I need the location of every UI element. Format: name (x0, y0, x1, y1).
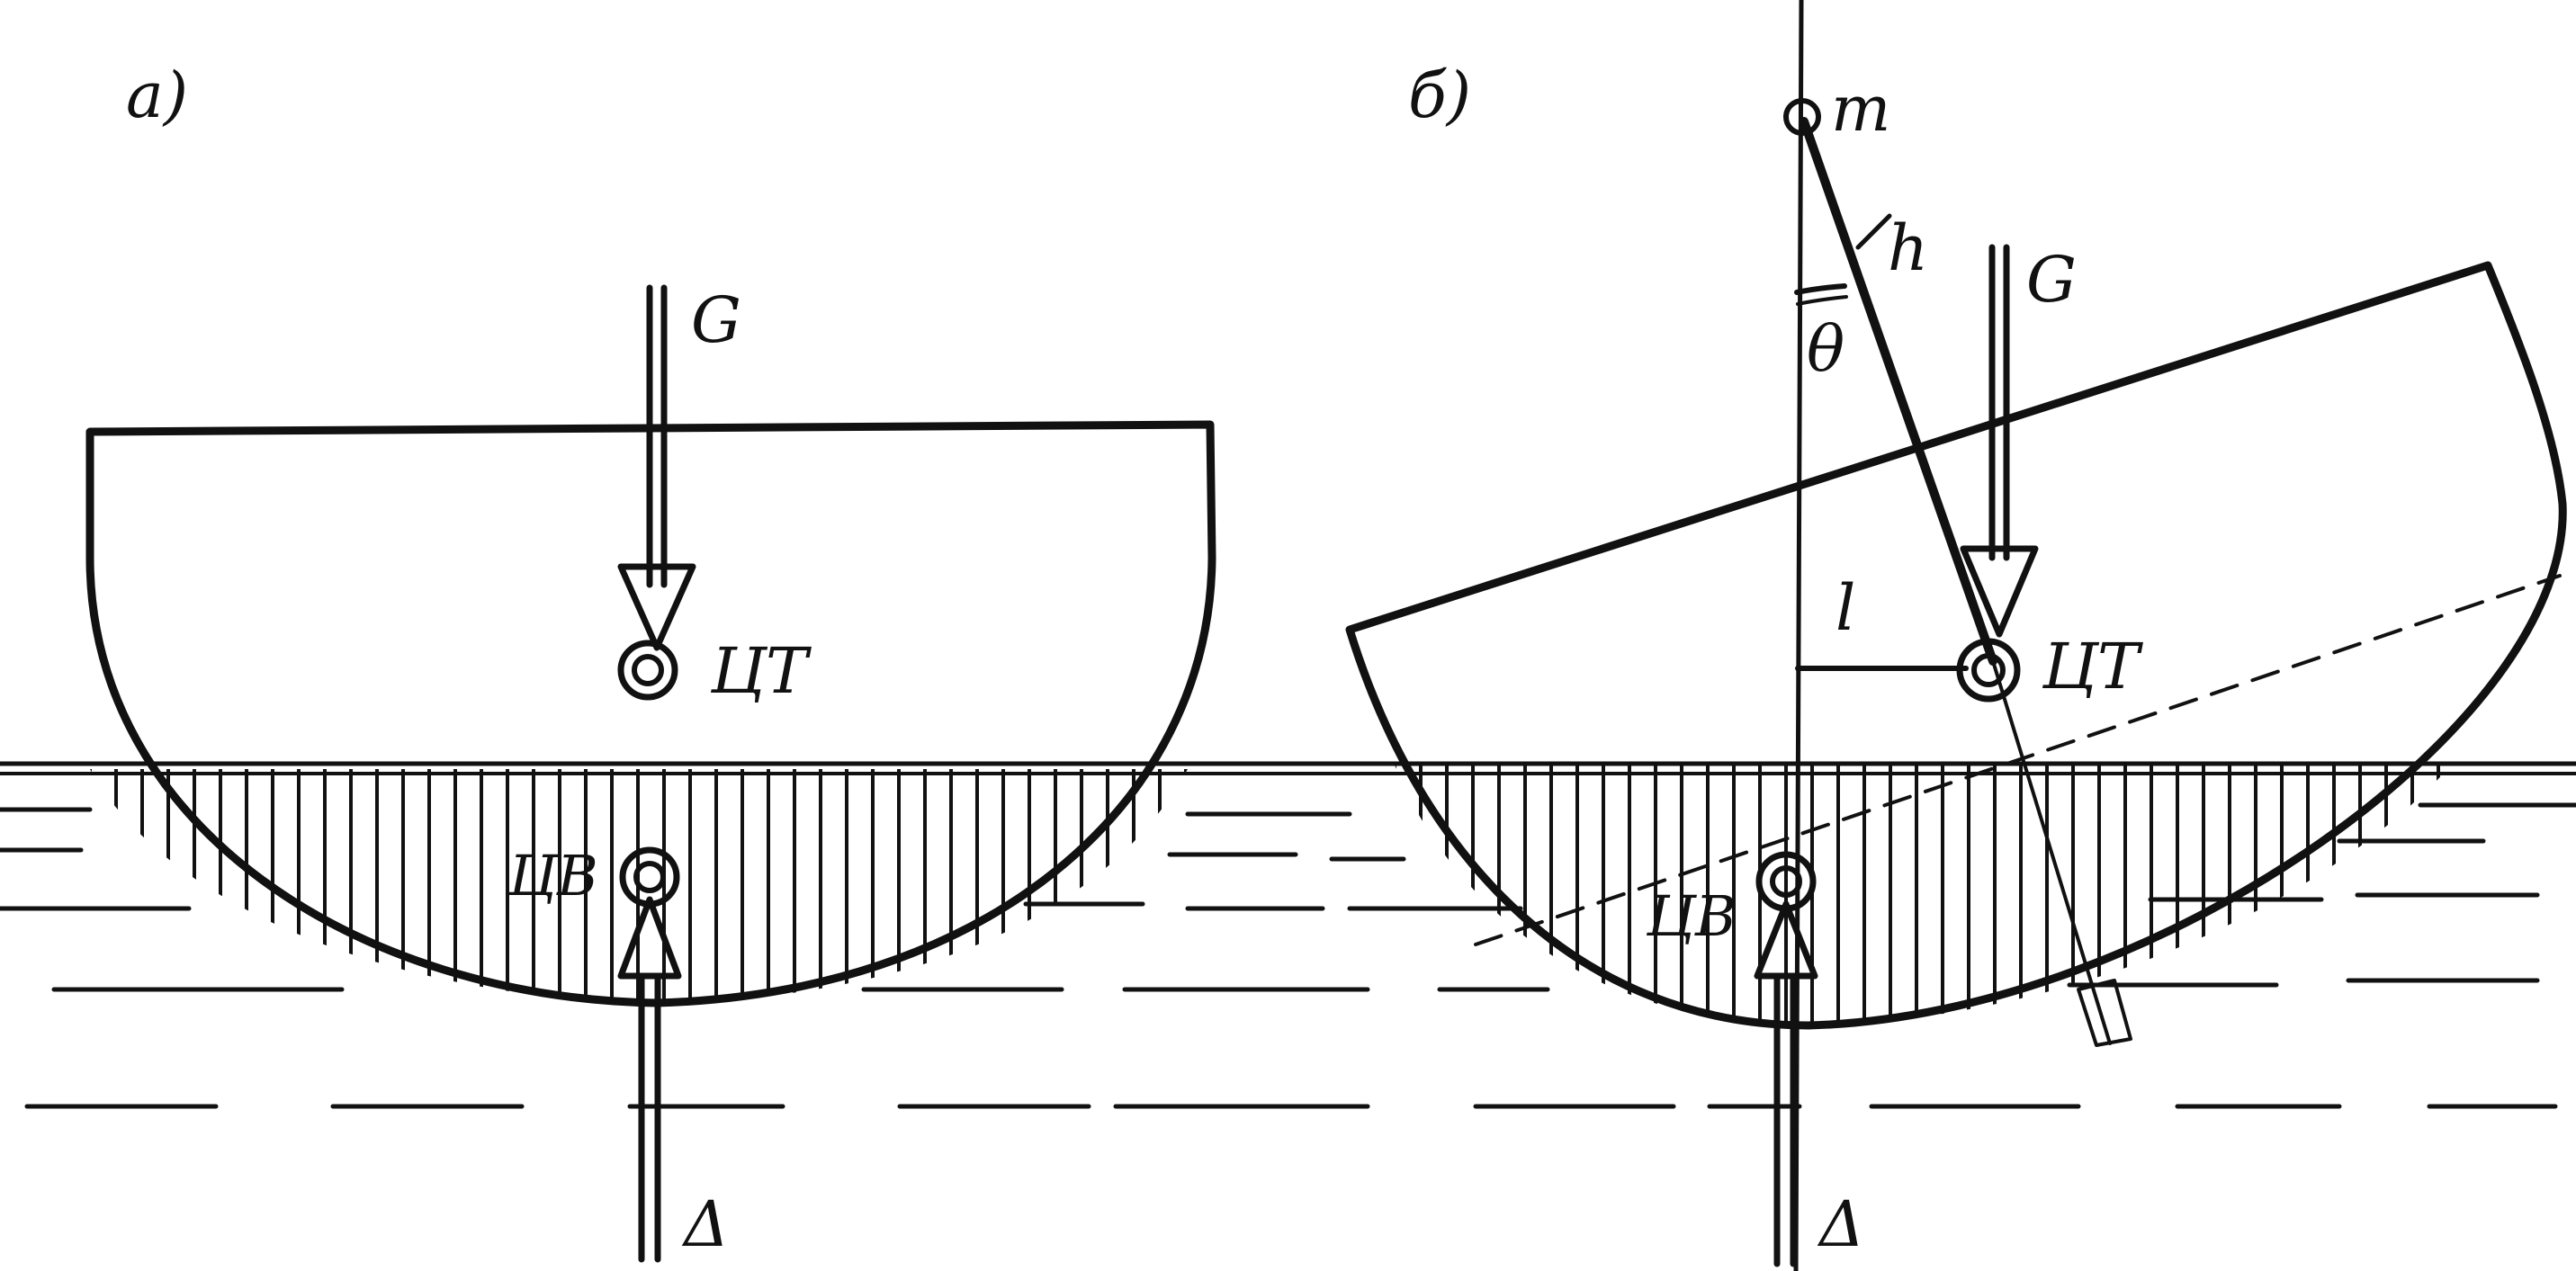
panel-b-heel-angle-label: θ (1807, 312, 1844, 386)
panel-a-buoyancy-label: Δ (681, 1187, 730, 1261)
panel-b-label: б) (1408, 58, 1471, 132)
water (0, 761, 2576, 1109)
panel-b-metacenter-label: m (1831, 72, 1890, 146)
panel-a-cb-label: ЦВ (507, 843, 598, 908)
panel-b-metacenter-marker (1783, 98, 1821, 136)
panel-a-weight-label: G (691, 283, 741, 357)
water-dashes (0, 802, 2576, 1109)
panel-b-cb-label: ЦВ (1646, 883, 1737, 949)
panel-b-weight-arrow (1960, 244, 2039, 638)
panel-b-heeled-waterline (1474, 574, 2562, 946)
panel-b-hull (1345, 261, 2567, 1030)
panel-b-righting-arm-label: l (1836, 571, 1855, 645)
panel-b-vertical-axis (1793, 0, 1804, 1271)
panel-b-heeled-ship: б) m h G θ l ЦТ ЦВ Δ (1345, 0, 2567, 1271)
panel-b-heel-angle-arc (1794, 283, 1847, 295)
panel-b-weight-label: G (2026, 243, 2077, 317)
panel-b-cg-label: ЦТ (2042, 630, 2143, 703)
panel-a-label: а) (126, 58, 188, 132)
panel-a-weight-arrow (617, 284, 696, 651)
panel-b-ship-centerline (1800, 117, 2132, 1047)
panel-a-upright-ship: а) G ЦТ ЦВ Δ (85, 58, 1216, 1263)
panel-a-cb-marker (619, 846, 680, 908)
panel-b-h-label: h (1888, 211, 1928, 285)
panel-b-cg-marker (1956, 638, 2021, 703)
panel-a-cg-marker (617, 640, 678, 701)
panel-b-buoyancy-arrow (1754, 900, 1818, 1267)
panel-b-h-leader (1855, 213, 1892, 250)
panel-a-cg-label: ЦТ (710, 634, 812, 708)
panel-a-buoyancy-arrow (617, 896, 682, 1263)
panel-b-buoyancy-label: Δ (1817, 1187, 1865, 1261)
